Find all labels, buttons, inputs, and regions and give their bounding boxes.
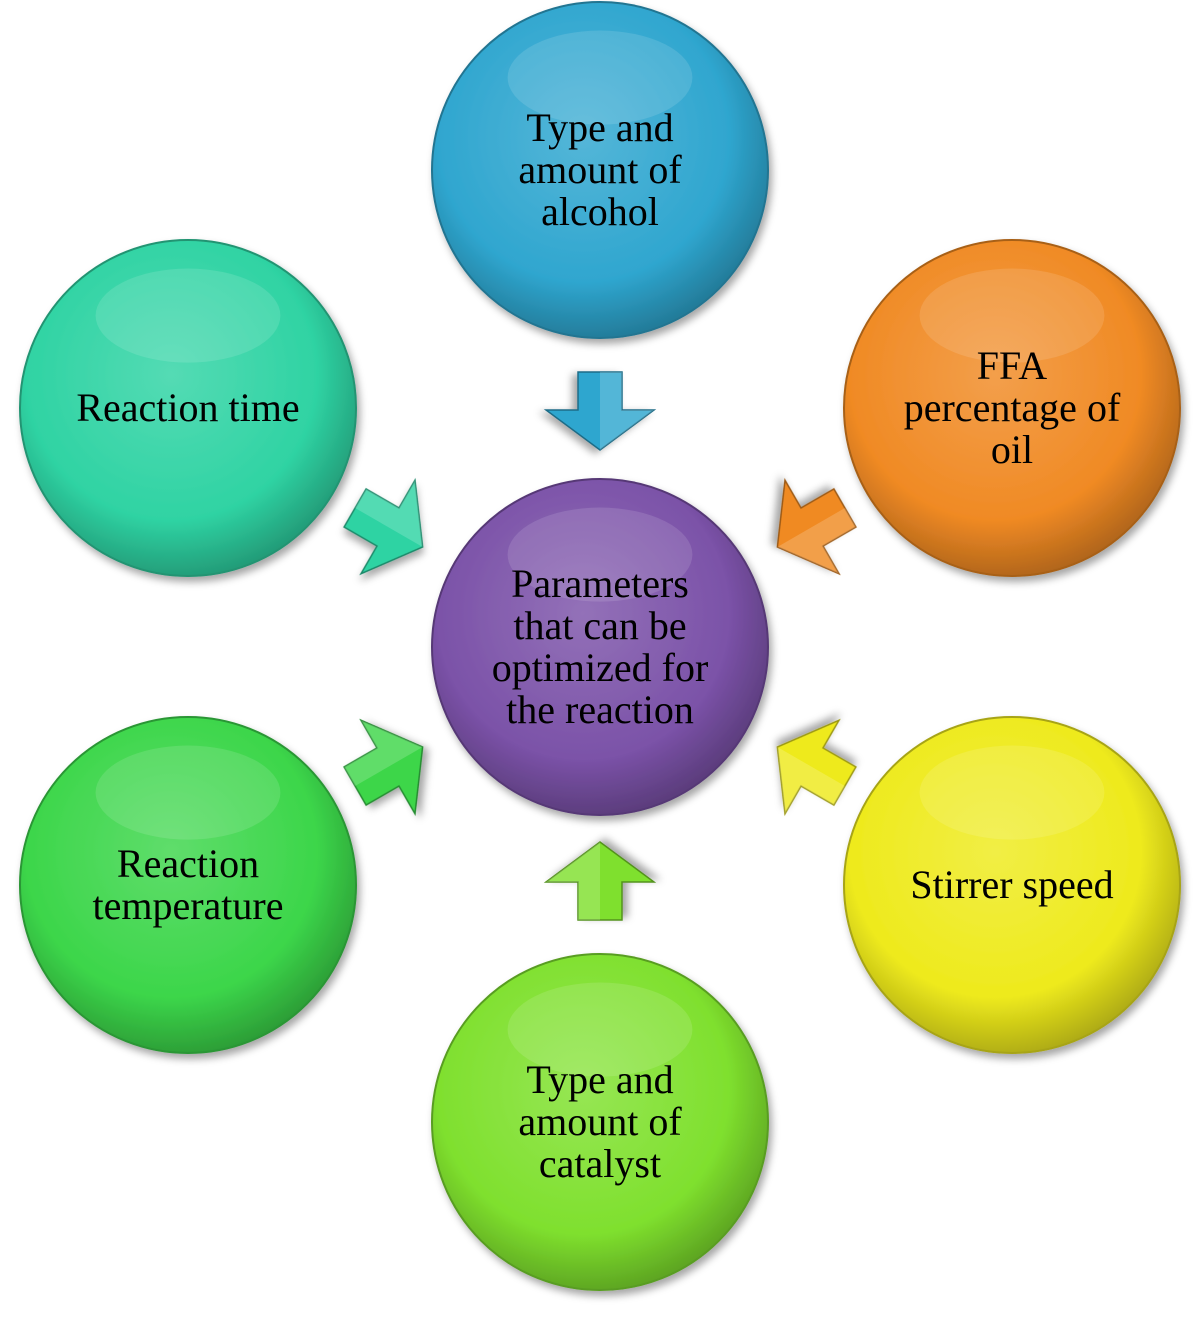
arrows-layer [343, 371, 857, 921]
arrow-from-catalyst-shape [543, 841, 657, 921]
arrow-from-time-shape [343, 477, 424, 576]
node-catalyst-label-line: Type and [526, 1057, 673, 1102]
node-catalyst-label-line: amount of [518, 1099, 682, 1144]
arrow-from-temperature-shape [343, 718, 424, 817]
node-catalyst-label-line: catalyst [539, 1141, 661, 1186]
arrow-from-catalyst-bevel [546, 842, 600, 920]
arrow-from-catalyst [543, 841, 657, 921]
node-ffa-circle-gloss [919, 268, 1105, 363]
node-temperature-circle-gloss [95, 745, 281, 840]
arrow-from-time [343, 477, 424, 576]
node-stirrer-circle [843, 716, 1181, 1054]
node-stirrer-circle-gloss [919, 745, 1105, 840]
node-time-circle-gloss [95, 268, 281, 363]
arrow-from-ffa [776, 477, 857, 576]
arrow-from-ffa-shape [776, 477, 857, 576]
node-ffa-label-line: percentage of [904, 385, 1121, 430]
center-label-line: Parameters [511, 561, 689, 606]
node-alcohol-circle-gloss [507, 30, 693, 125]
node-alcohol-circle [431, 1, 769, 339]
center-label-line: optimized for [492, 645, 709, 690]
node-stirrer-label: Stirrer speed [910, 862, 1113, 907]
node-ffa-circle [843, 239, 1181, 577]
node-ffa-label-line: oil [991, 427, 1033, 472]
center-label-line: the reaction [506, 687, 694, 732]
node-alcohol-label-line: Type and [526, 105, 673, 150]
node-time-label: Reaction time [76, 385, 299, 430]
arrow-from-alcohol-shape [543, 371, 657, 451]
arrow-from-alcohol [543, 371, 657, 451]
node-catalyst-circle-gloss [507, 982, 693, 1077]
node-stirrer-label-line: Stirrer speed [910, 862, 1113, 907]
arrow-from-stirrer [776, 718, 857, 817]
node-alcohol-label-line: amount of [518, 147, 682, 192]
center-circle [431, 478, 769, 816]
arrow-from-temperature-bevel [344, 720, 423, 786]
node-catalyst-circle [431, 953, 769, 1291]
arrow-from-alcohol-bevel [600, 372, 654, 450]
center-label-line: that can be [513, 603, 686, 648]
node-time-circle [19, 239, 357, 577]
node-time-label-line: Reaction time [76, 385, 299, 430]
arrow-from-ffa-bevel [777, 508, 856, 574]
node-ffa-label-line: FFA [977, 343, 1048, 388]
arrow-from-stirrer-shape [776, 718, 857, 817]
node-temperature-label-line: temperature [93, 883, 284, 928]
arrow-from-temperature [343, 718, 424, 817]
arrow-from-time-bevel [355, 480, 423, 547]
arrow-from-stirrer-bevel [777, 747, 845, 814]
node-temperature-circle [19, 716, 357, 1054]
node-temperature-label-line: Reaction [117, 841, 259, 886]
node-alcohol-label-line: alcohol [541, 189, 659, 234]
center-circle-gloss [507, 507, 693, 602]
